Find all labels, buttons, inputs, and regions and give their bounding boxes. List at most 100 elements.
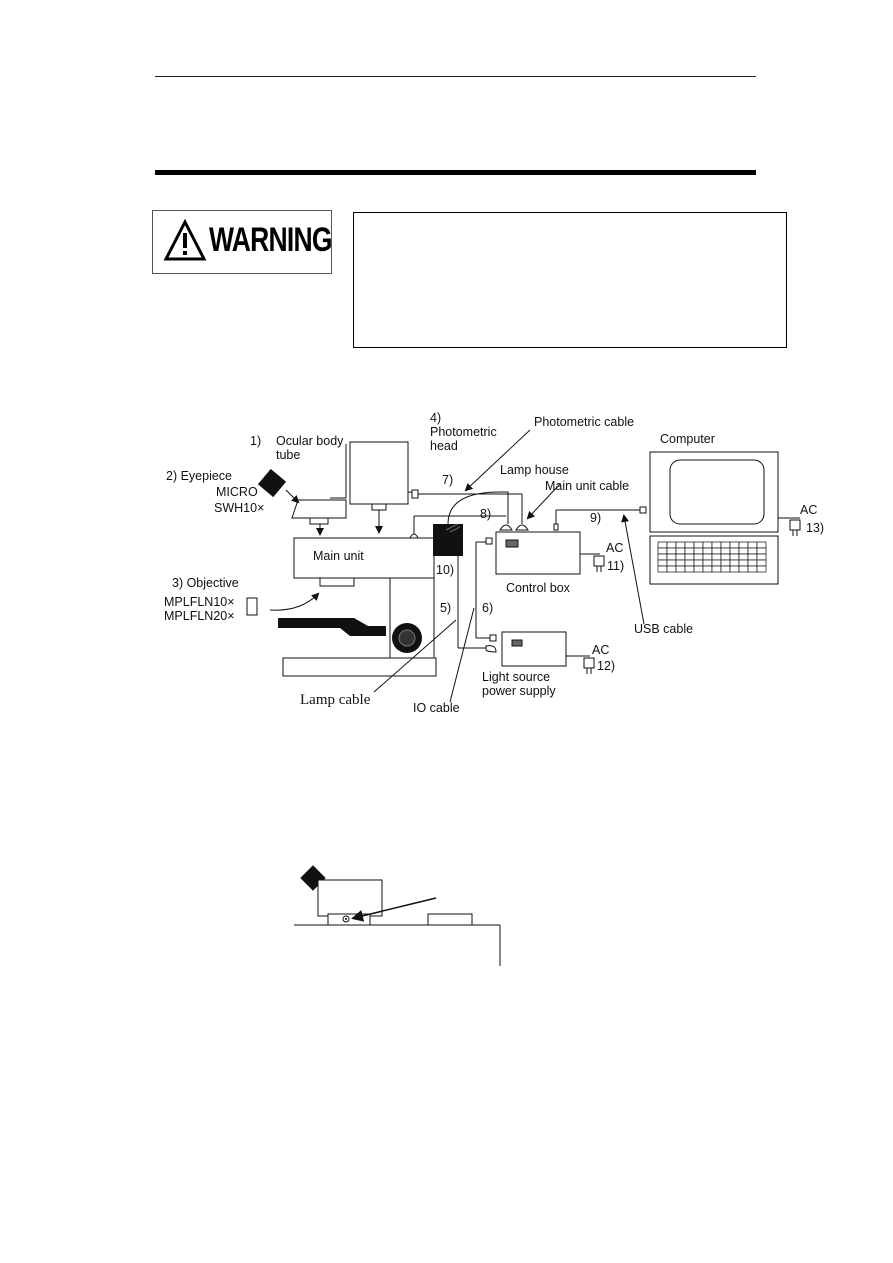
label-objective: 3) Objective (172, 576, 239, 590)
keyboard-key (711, 553, 722, 561)
keyboard-key (702, 559, 713, 567)
keyboard-key (738, 559, 749, 567)
label-n7: 7) (442, 473, 453, 487)
keyboard-key (711, 559, 722, 567)
keyboard-key (693, 541, 704, 549)
keyboard-key (747, 559, 758, 567)
keyboard-key (666, 559, 677, 567)
keyboard-key (684, 553, 695, 561)
label-main-unit: Main unit (313, 549, 364, 563)
keyboard-key (756, 541, 767, 549)
keyboard-key (666, 565, 677, 573)
keyboard-key (657, 541, 668, 549)
keyboard-key (729, 559, 740, 567)
label-light-source-1: Light source (482, 670, 550, 684)
label-ac-13: AC (800, 503, 817, 517)
warning-badge: WARNING (152, 210, 332, 274)
header-rule (155, 76, 756, 77)
keyboard-key (720, 541, 731, 549)
label-n5: 5) (440, 601, 451, 615)
ac-plug-13 (789, 519, 801, 531)
keyboard-key (702, 547, 713, 555)
objective-holder (319, 577, 355, 587)
warning-triangle-icon (163, 219, 207, 261)
keyboard-key (720, 559, 731, 567)
label-photometric-1: Photometric (430, 425, 497, 439)
eyepiece (257, 468, 287, 498)
keyboard-key (720, 547, 731, 555)
label-ocular-1: Ocular body (276, 434, 344, 448)
label-ocular-num: 1) (250, 434, 261, 448)
keyboard-key (693, 547, 704, 555)
photometric-head (349, 441, 409, 505)
computer-screen (669, 459, 765, 525)
keyboard-key (720, 565, 731, 573)
keyboard-key (666, 553, 677, 561)
keyboard-key (666, 541, 677, 549)
ocular-body-tube (291, 499, 347, 519)
side-view-diagram (294, 865, 501, 966)
objective-lens (246, 597, 258, 616)
label-computer: Computer (660, 432, 715, 446)
keyboard-key (702, 565, 713, 573)
label-eyepiece-model-2: SWH10× (214, 501, 264, 515)
keyboard-key (675, 547, 686, 555)
label-objective-model-1: MPLFLN10× (164, 595, 235, 609)
photometric-mount-side (427, 913, 473, 926)
keyboard-key (702, 541, 713, 549)
keyboard-key (747, 547, 758, 555)
keyboard-key (756, 553, 767, 561)
system-diagram: 1) Ocular body tube 2) Eyepiece MICRO SW… (164, 411, 824, 715)
keyboard-key (657, 565, 668, 573)
main-unit (293, 537, 435, 579)
keyboard-key (729, 547, 740, 555)
label-ocular-2: tube (276, 448, 300, 462)
keyboard-key (702, 553, 713, 561)
label-photometric-num: 4) (430, 411, 441, 425)
keyboard-key (720, 553, 731, 561)
keyboard-key (756, 565, 767, 573)
ac-plug-11 (593, 555, 605, 567)
keyboard-key (684, 559, 695, 567)
keyboard-key (657, 553, 668, 561)
keyboard-key (693, 559, 704, 567)
keyboard-key (747, 541, 758, 549)
keyboard-key (675, 565, 686, 573)
keyboard-key (711, 541, 722, 549)
focus-knob-inner (398, 629, 416, 647)
stage (278, 618, 386, 636)
microscope-base (282, 657, 437, 677)
label-light-source-2: power supply (482, 684, 556, 698)
label-ac-11: AC (606, 541, 623, 555)
keyboard-key (684, 541, 695, 549)
keyboard-key (711, 565, 722, 573)
label-io-cable: IO cable (413, 701, 460, 715)
label-control-box: Control box (506, 581, 571, 595)
keyboard-key (747, 565, 758, 573)
label-usb-cable: USB cable (634, 622, 693, 636)
keyboard-key (756, 547, 767, 555)
keyboard-key (693, 553, 704, 561)
pointer-arrow (351, 897, 437, 922)
label-n13: 13) (806, 521, 824, 535)
label-ac-12: AC (592, 643, 609, 657)
keyboard-key (756, 559, 767, 567)
label-n8: 8) (480, 507, 491, 521)
keyboard-key (738, 565, 749, 573)
label-eyepiece-model-1: MICRO (216, 485, 258, 499)
ac-plug-12 (583, 657, 595, 669)
label-n9: 9) (590, 511, 601, 525)
control-box (495, 531, 581, 575)
keyboard-key (711, 547, 722, 555)
keyboard-key (657, 547, 668, 555)
keyboard-key (738, 541, 749, 549)
label-photometric-cable: Photometric cable (534, 415, 634, 429)
light-source-power-supply (501, 631, 567, 667)
section-rule (155, 170, 756, 175)
keyboard-key (738, 547, 749, 555)
keyboard-key (684, 565, 695, 573)
label-n6: 6) (482, 601, 493, 615)
label-n10: 10) (436, 563, 454, 577)
warning-label: WARNING (209, 221, 332, 259)
keyboard-key (729, 553, 740, 561)
